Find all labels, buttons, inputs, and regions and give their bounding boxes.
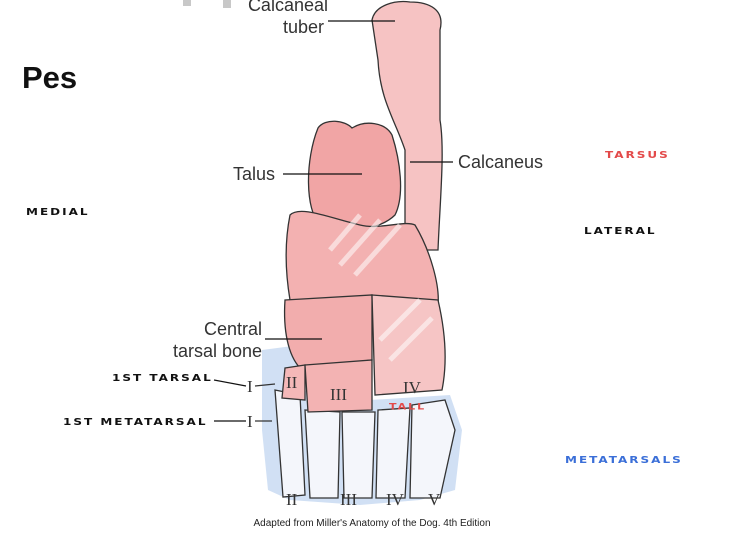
tarsal-bones [281,0,446,413]
label-leader-lines [213,20,453,422]
talus-label: Talus [233,164,276,184]
tarsal-numeral-iv: IV [403,378,421,397]
metatarsal-numeral-iv: IV [386,490,404,509]
central-tarsal-bone-label: Central tarsal bone [162,318,262,362]
medial-annotation: MEDIAL [26,206,90,218]
cropped-mark [183,0,191,6]
central-tarsal-label-line2: tarsal bone [172,341,262,361]
lateral-annotation: LATERAL [584,225,657,237]
calcaneal-tuber-label: Calcaneal tuber [236,0,328,38]
tarsal-numeral-iii: III [330,385,347,404]
image-credit: Adapted from Miller's Anatomy of the Dog… [253,518,491,529]
metatarsals-annotation: METATARSALS [565,454,683,466]
tarsal-numeral-ii: II [286,373,298,392]
metatarsal-numeral-i: I [247,412,253,431]
first-metatarsal-annotation: 1ST METATARSAL [63,416,208,428]
metatarsal-numeral-ii: II [286,490,298,509]
metatarsal-numeral-v: V [428,490,441,509]
cropped-mark [223,0,231,8]
bone-shading [328,213,434,362]
calcaneal-tuber-label-line1: Calcaneal [247,0,328,15]
tarsus-annotation: TARSUS [605,149,670,161]
numeral-tick-marks [254,383,276,422]
calcaneus-label: Calcaneus [458,152,544,172]
calcaneal-tuber-label-line2: tuber [282,17,324,37]
central-tarsal-label-line1: Central [203,319,262,339]
tall-annotation: TALL [389,401,427,412]
metatarsal-numeral-iii: III [340,490,357,509]
tarsal-numeral-i: I [247,377,253,396]
page-title: Pes [22,60,78,95]
metatarsal-bones [274,389,456,499]
first-tarsal-annotation: 1ST TARSAL [112,372,213,384]
